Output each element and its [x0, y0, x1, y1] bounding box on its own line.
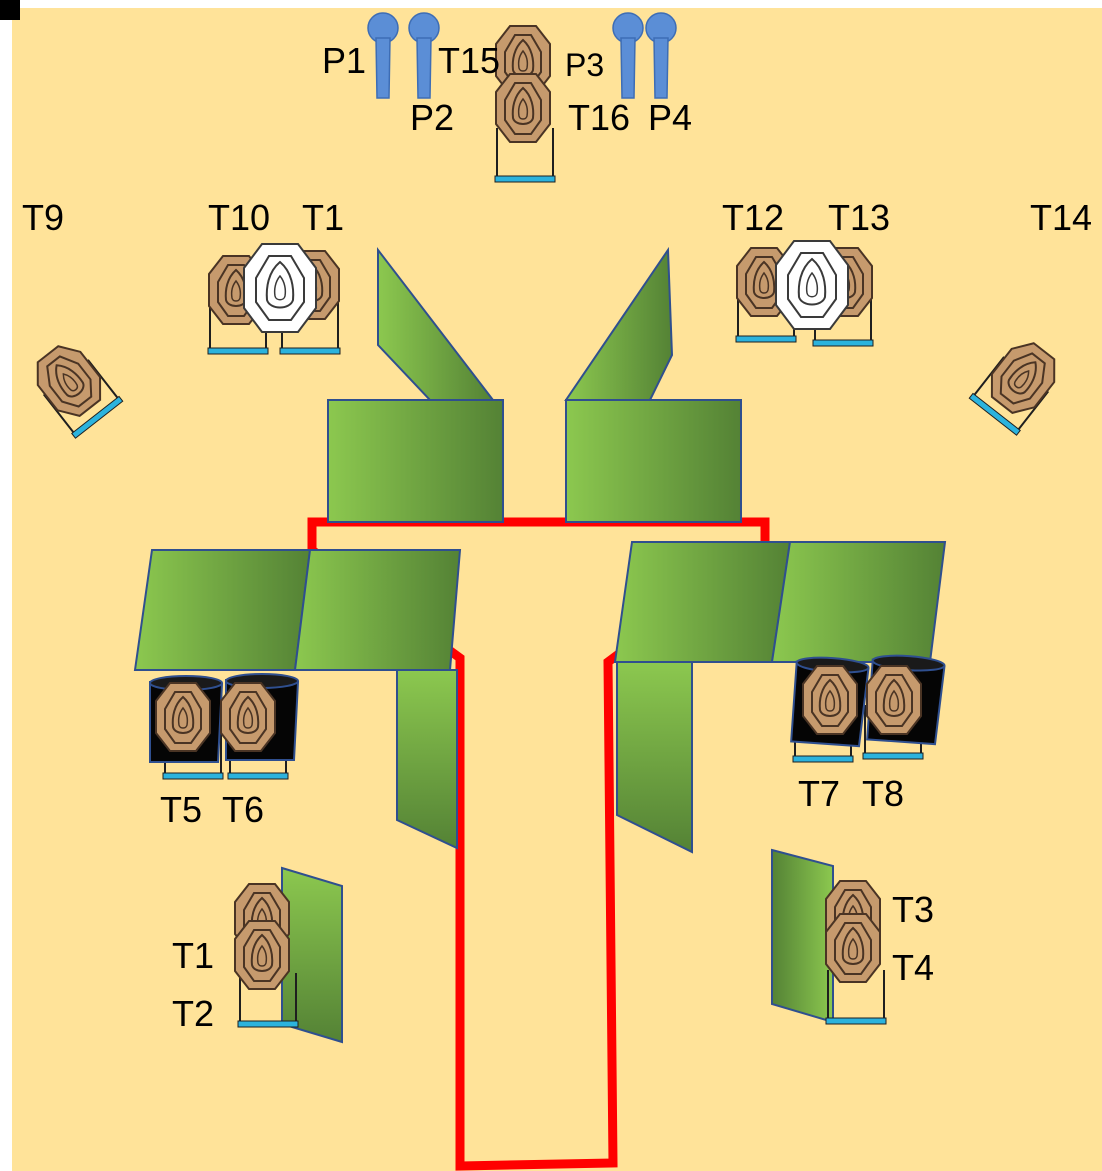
- target-t8-icon: [866, 665, 922, 735]
- no-shoot-left-icon: [243, 243, 317, 333]
- label-t1: T1: [172, 935, 214, 976]
- label-t15: T15: [438, 40, 500, 81]
- target-t16-icon: [495, 73, 551, 143]
- wall-upper-left: [327, 399, 504, 523]
- wall-port-right: [616, 661, 693, 854]
- label-p2: P2: [410, 97, 454, 138]
- label-t6: T6: [222, 789, 264, 830]
- target-t6-icon: [220, 682, 276, 752]
- label-t2: T2: [172, 993, 214, 1034]
- label-t12: T12: [722, 197, 784, 238]
- label-p1: P1: [322, 40, 366, 81]
- wall-port-left: [396, 669, 458, 850]
- label-p3: P3: [565, 47, 604, 83]
- wall-middle-left-inner: [293, 549, 462, 671]
- label-t3: T3: [892, 889, 934, 930]
- label-t11: T1: [302, 197, 344, 238]
- wall-middle-right-outer: [770, 541, 947, 663]
- wall-lower-right: [771, 848, 834, 1024]
- no-shoot-right-icon: [775, 240, 849, 330]
- label-t13: T13: [828, 197, 890, 238]
- wall-middle-left-outer: [133, 549, 312, 671]
- label-t8: T8: [862, 773, 904, 814]
- label-t9: T9: [22, 197, 64, 238]
- wall-lower-left: [281, 866, 343, 1044]
- target-t2-icon: [234, 920, 290, 990]
- wall-middle-right-inner: [613, 541, 792, 663]
- label-t14: T14: [1030, 197, 1092, 238]
- target-t4-icon: [825, 913, 881, 983]
- label-t16: T16: [568, 97, 630, 138]
- label-p4: P4: [648, 97, 692, 138]
- corner-marker: [0, 0, 20, 20]
- target-t7-icon: [802, 665, 858, 735]
- label-t10: T10: [208, 197, 270, 238]
- label-t4: T4: [892, 947, 934, 988]
- label-t5: T5: [160, 789, 202, 830]
- wall-upper-right: [565, 399, 742, 523]
- label-t7: T7: [798, 773, 840, 814]
- target-t5-icon: [155, 682, 211, 752]
